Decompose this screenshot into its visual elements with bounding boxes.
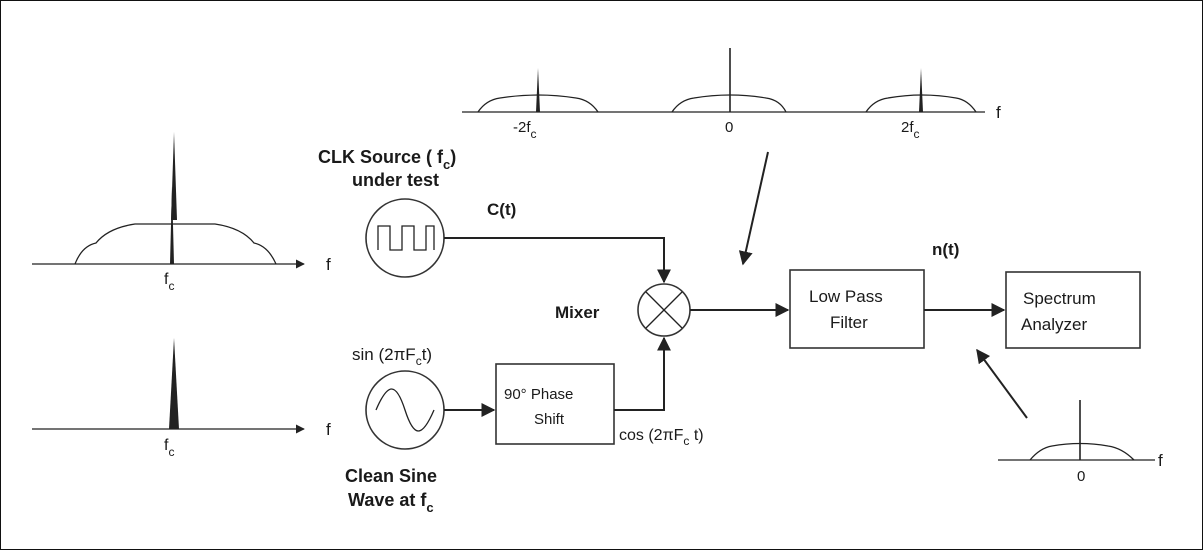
clk-carrier-base: [170, 186, 174, 264]
sine-formula-label: sin (2πFct): [352, 345, 432, 368]
phase-shift-line1: 90° Phase: [504, 386, 573, 403]
mixer-cross-b: [645, 291, 683, 329]
wire-phase-to-mixer: [614, 336, 671, 411]
clk-source-subtitle: under test: [352, 170, 439, 190]
square-wave-icon: [377, 225, 435, 251]
phase-shift-box: [495, 363, 615, 445]
spectrum-analyzer-line1: Spectrum: [1023, 289, 1096, 308]
lpf-block: Low Pass Filter n(t): [789, 240, 959, 349]
output-sidebands: [1029, 442, 1135, 461]
sine-carrier: [169, 338, 179, 429]
clk-spectrum: f fc: [32, 132, 331, 293]
clk-source-title: CLK Source ( fc): [318, 147, 456, 172]
output-axis-label: f: [1158, 451, 1163, 470]
pointer-top-spectrum: [738, 151, 769, 266]
spectrum-analyzer-box: [1005, 271, 1141, 349]
clk-carrier-peak: [171, 132, 177, 220]
clk-axis-label: f: [326, 255, 331, 274]
output-spectrum: f 0: [998, 400, 1163, 485]
top-sideband-center: [671, 94, 787, 113]
lpf-box: [789, 269, 925, 349]
sine-tick: fc: [164, 437, 174, 459]
mixer-block: Mixer: [555, 283, 691, 337]
clk-source: CLK Source ( fc) under test C(t): [318, 147, 516, 278]
phase-shift-line2: Shift: [534, 411, 565, 428]
clean-sine-title: Clean Sine: [345, 466, 437, 486]
output-tick: 0: [1077, 468, 1085, 485]
spectrum-analyzer-line2: Analyzer: [1021, 315, 1087, 334]
sine-spectrum: f fc: [32, 338, 331, 459]
top-tick-center: 0: [725, 119, 733, 136]
sine-wave-icon: [375, 388, 435, 432]
top-carrier-right: [919, 68, 923, 112]
top-carrier-left: [536, 68, 540, 112]
top-spectrum: f -2fc 0 2fc: [462, 48, 1001, 141]
phase-shift-block: 90° Phase Shift cos (2πFc t): [495, 363, 704, 448]
signal-wires: [444, 151, 1028, 419]
spectrum-analyzer-block: Spectrum Analyzer: [1005, 271, 1141, 349]
clk-tick: fc: [164, 271, 174, 293]
mixer-label: Mixer: [555, 303, 600, 322]
top-tick-left: -2fc: [513, 119, 537, 141]
sine-source: sin (2πFct) Clean Sine Wave at fc: [345, 345, 445, 515]
clk-sidebands: [74, 223, 277, 265]
clean-sine-subtitle: Wave at fc: [348, 490, 434, 515]
top-axis-label: f: [996, 103, 1001, 122]
lpf-line1: Low Pass: [809, 287, 883, 306]
cos-formula-label: cos (2πFc t): [619, 427, 704, 448]
wire-clk-to-mixer: [444, 237, 671, 284]
clk-signal-label: C(t): [487, 200, 516, 219]
pointer-output-spectrum: [976, 348, 1028, 419]
sine-axis-label: f: [326, 420, 331, 439]
top-tick-right: 2fc: [901, 119, 920, 141]
lpf-line2: Filter: [830, 313, 868, 332]
noise-signal-label: n(t): [932, 240, 959, 259]
